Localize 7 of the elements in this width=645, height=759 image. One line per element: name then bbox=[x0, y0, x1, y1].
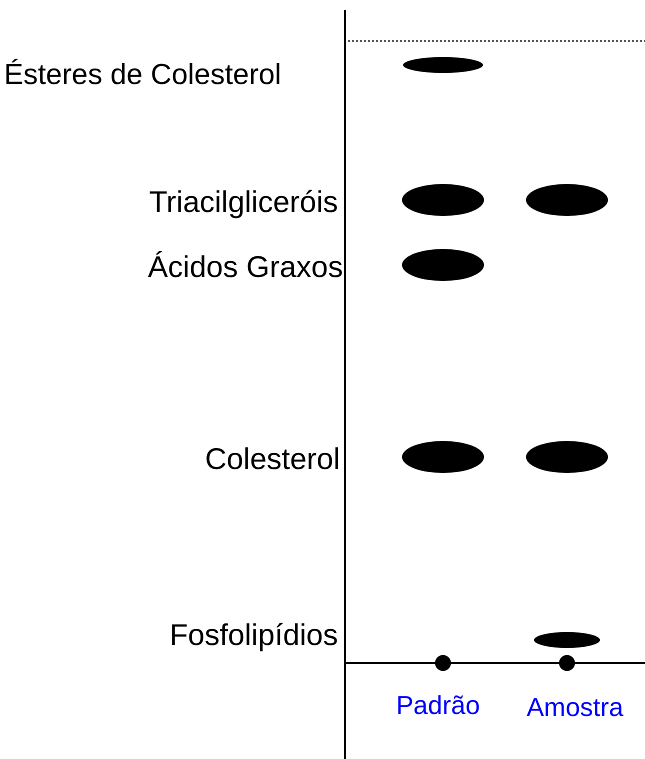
compound-label: Ésteres de Colesterol bbox=[4, 60, 282, 90]
compound-label: Colesterol bbox=[204, 445, 340, 475]
compound-label: Ácidos Graxos bbox=[148, 253, 343, 283]
compound-label: Triacilgliceróis bbox=[149, 188, 338, 218]
compound-label: Fosfolipídios bbox=[170, 621, 338, 651]
lane-label: Padrão bbox=[396, 692, 480, 718]
lane-label: Amostra bbox=[526, 694, 624, 720]
